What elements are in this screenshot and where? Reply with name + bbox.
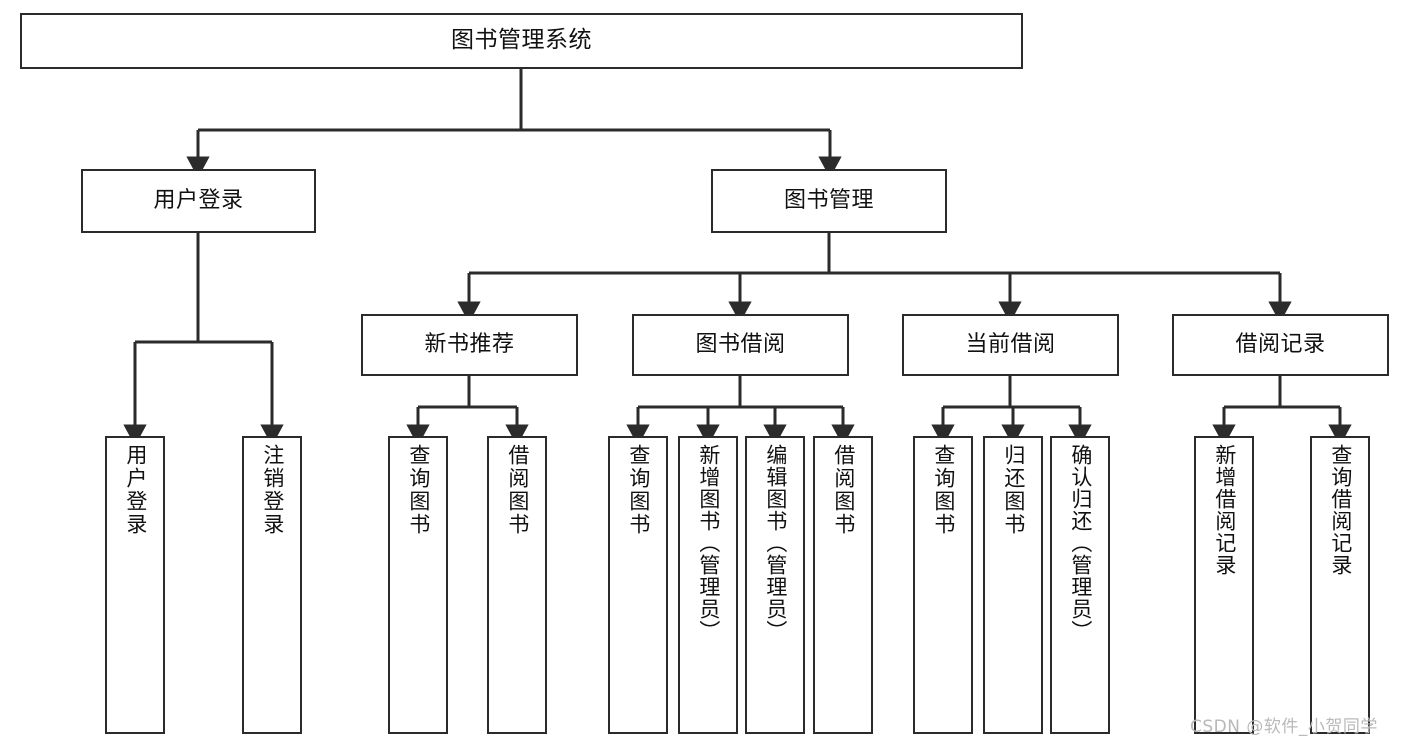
node-label: 归还图书	[1001, 444, 1026, 536]
edge-borrowrecord-to-leaves	[1212, 376, 1352, 446]
node-label: 查询图书	[931, 444, 956, 536]
leaf-confirm-return-admin[interactable]: 确认归还（管理员）	[1050, 436, 1110, 734]
node-label: 图书借阅	[695, 331, 786, 357]
node-label: 借阅记录	[1235, 331, 1326, 357]
edge-borrowbook-to-leaves	[626, 376, 855, 446]
node-label: 新增借阅记录	[1212, 444, 1237, 576]
edge-newbook-to-leaves	[406, 376, 529, 446]
edge-currentborrow-to-leaves	[931, 376, 1092, 446]
leaf-add-book-admin[interactable]: 新增图书（管理员）	[678, 436, 738, 734]
node-current-borrow[interactable]: 当前借阅	[902, 314, 1119, 376]
node-label: 图书管理系统	[451, 27, 592, 54]
node-label: 查询借阅记录	[1328, 444, 1353, 576]
node-label: 确认归还（管理员）	[1068, 444, 1093, 642]
node-label: 注销登录	[260, 444, 285, 536]
leaf-query-book-newbook[interactable]: 查询图书	[388, 436, 448, 734]
node-user-login[interactable]: 用户登录	[81, 169, 316, 233]
edge-root-to-level2	[186, 69, 842, 178]
leaf-edit-book-admin[interactable]: 编辑图书（管理员）	[745, 436, 805, 734]
node-label: 新增图书（管理员）	[696, 444, 721, 642]
leaf-logout[interactable]: 注销登录	[242, 436, 302, 734]
leaf-add-borrow-record[interactable]: 新增借阅记录	[1194, 436, 1254, 734]
node-label: 查询图书	[406, 444, 431, 536]
edge-userlogin-to-leaves	[123, 233, 284, 446]
node-label: 图书管理	[783, 187, 874, 213]
node-borrow-record[interactable]: 借阅记录	[1172, 314, 1389, 376]
node-root-system[interactable]: 图书管理系统	[20, 13, 1023, 69]
node-label: 用户登录	[153, 187, 244, 213]
node-book-borrow[interactable]: 图书借阅	[632, 314, 849, 376]
node-label: 借阅图书	[831, 444, 856, 536]
node-label: 借阅图书	[505, 444, 530, 536]
node-book-management[interactable]: 图书管理	[711, 169, 947, 233]
node-label: 当前借阅	[965, 331, 1056, 357]
leaf-return-book[interactable]: 归还图书	[983, 436, 1043, 734]
leaf-borrow-book[interactable]: 借阅图书	[813, 436, 873, 734]
leaf-query-book-borrow[interactable]: 查询图书	[608, 436, 668, 734]
node-label: 查询图书	[626, 444, 651, 536]
node-label: 新书推荐	[424, 331, 515, 357]
leaf-borrow-book-newbook[interactable]: 借阅图书	[487, 436, 547, 734]
node-label: 用户登录	[123, 444, 148, 536]
node-new-book-recommend[interactable]: 新书推荐	[361, 314, 578, 376]
leaf-user-login[interactable]: 用户登录	[105, 436, 165, 734]
node-label: 编辑图书（管理员）	[763, 444, 788, 642]
leaf-query-borrow-record[interactable]: 查询借阅记录	[1310, 436, 1370, 734]
edge-bookmgmt-to-level3	[457, 233, 1292, 323]
leaf-query-book-current[interactable]: 查询图书	[913, 436, 973, 734]
